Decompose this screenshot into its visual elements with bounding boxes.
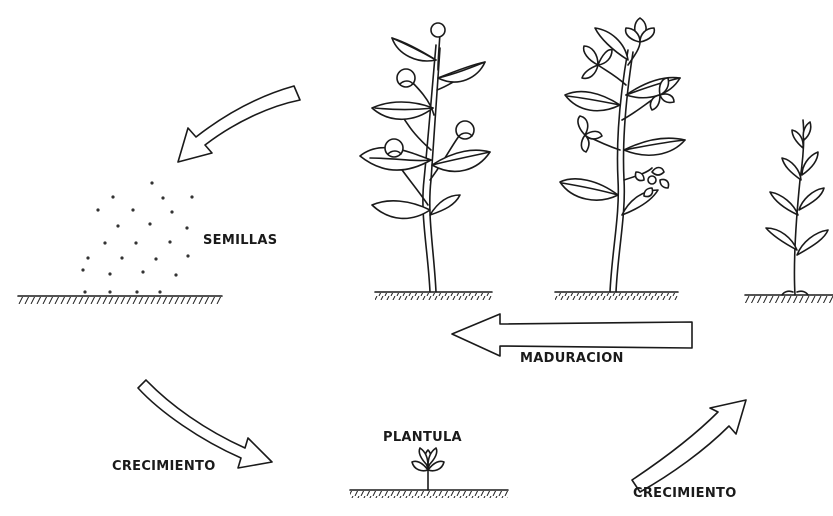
ground-seeds <box>18 296 222 304</box>
seedling <box>412 448 444 490</box>
fruiting-plant <box>360 23 490 292</box>
maturation-arrow <box>452 314 692 356</box>
label-growth-left: CRECIMIENTO <box>112 459 216 474</box>
ground-fruit-plant <box>375 292 492 300</box>
curved-arrow-to-seeds <box>178 86 300 162</box>
label-seedling: PLANTULA <box>383 430 462 445</box>
growth-arrow-right <box>632 400 746 492</box>
label-seeds: SEMILLAS <box>203 233 277 248</box>
flowering-plant <box>560 18 685 292</box>
seed-dots <box>81 181 193 293</box>
growth-arrow-left <box>138 380 272 468</box>
ground-flower-plant <box>555 292 678 300</box>
label-growth-right: CRECIMIENTO <box>633 486 737 501</box>
label-maturation: MADURACION <box>520 351 624 366</box>
young-plant <box>766 120 828 295</box>
ground-seedling <box>350 490 508 498</box>
ground-young-plant <box>745 295 833 303</box>
